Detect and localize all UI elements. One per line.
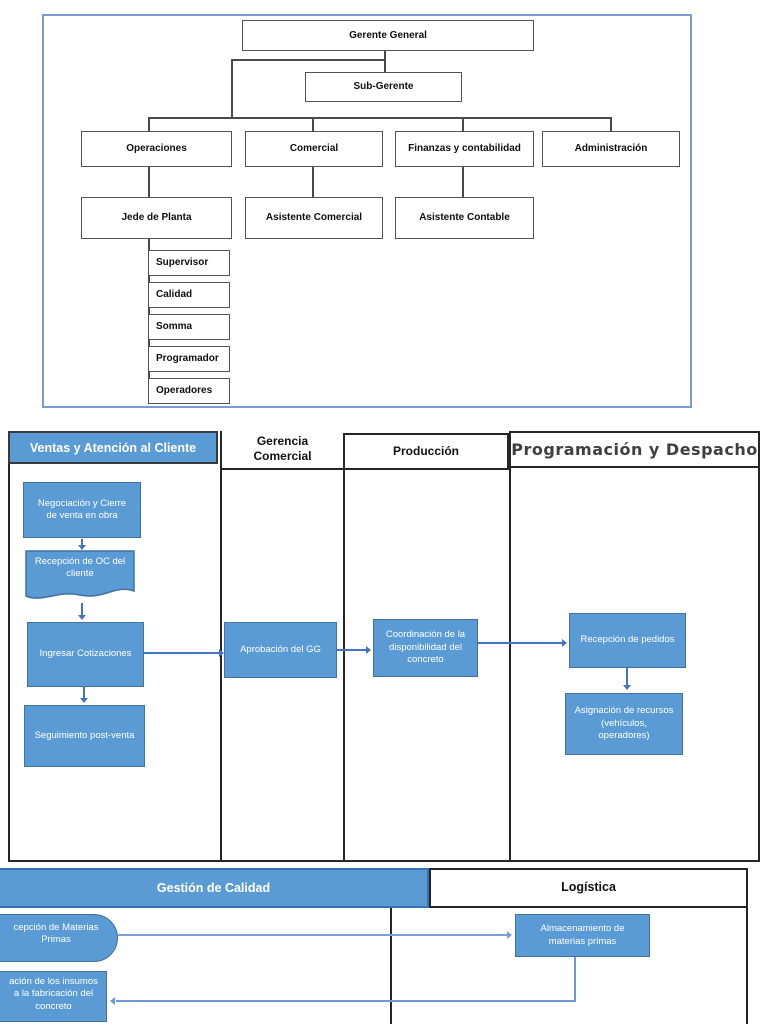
org-node-programador: Programador bbox=[148, 346, 230, 372]
org-node-administracion: Administración bbox=[542, 131, 680, 167]
org-node-supervisor: Supervisor bbox=[148, 250, 230, 276]
arrowhead bbox=[78, 615, 86, 620]
flow-step-recepcion-oc-shape bbox=[25, 550, 135, 599]
arrow-negociacion-recepcion bbox=[81, 539, 83, 546]
flow-step-negociacion: Negociación y Cierre de venta en obra bbox=[23, 482, 141, 538]
flow-step-coordinacion: Coordinación de la disponibilidad del co… bbox=[373, 619, 478, 677]
org-node-calidad: Calidad bbox=[148, 282, 230, 308]
arrow-recepcion-ingresar bbox=[81, 603, 83, 616]
connector-ops-jefe bbox=[148, 165, 150, 197]
arrow-almacenamiento-elbow-v bbox=[574, 957, 576, 1002]
lane-header-logistica: Logística bbox=[429, 868, 748, 908]
arrowhead bbox=[562, 639, 567, 647]
lane-header-gerencia: Gerencia Comercial bbox=[253, 434, 312, 463]
org-node-asistente-comercial: Asistente Comercial bbox=[245, 197, 383, 239]
connector-drop-administracion bbox=[610, 117, 612, 131]
lane-header-underline-gerencia bbox=[222, 468, 343, 470]
connector-drop-operaciones bbox=[148, 117, 150, 131]
arrowhead bbox=[219, 649, 224, 657]
flow-step-seguimiento: Seguimiento post-venta bbox=[24, 705, 145, 767]
arrow-coordinacion-pedidos bbox=[478, 642, 563, 644]
arrow-aprobacion-coordinacion bbox=[337, 649, 367, 651]
org-node-finanzas: Finanzas y contabilidad bbox=[395, 131, 534, 167]
org-node-gerente-general: Gerente General bbox=[242, 20, 534, 51]
connector-com-asiscom bbox=[312, 165, 314, 197]
flow-step-recepcion-materias-shape bbox=[0, 914, 118, 962]
flow-step-aprobacion-gg: Aprobación del GG bbox=[224, 622, 337, 678]
org-node-somma: Somma bbox=[148, 314, 230, 340]
flow-step-ingresar-cotizaciones: Ingresar Cotizaciones bbox=[27, 622, 144, 687]
arrowhead bbox=[110, 997, 115, 1005]
arrowhead bbox=[78, 545, 86, 550]
arrow-ingresar-seguimiento bbox=[83, 687, 85, 699]
connector-branch-v bbox=[231, 59, 233, 119]
lane-line-right bbox=[746, 908, 748, 1024]
flow-step-asignacion: Asignación de recursos (vehículos, opera… bbox=[565, 693, 683, 755]
arrow-materias-almacenamiento bbox=[118, 934, 508, 936]
lane-header-programacion: Programación y Despacho bbox=[511, 440, 758, 459]
connector-drop-finanzas bbox=[462, 117, 464, 131]
lane-line-gestion-logistica bbox=[390, 908, 392, 1024]
connector-branch-h bbox=[231, 59, 386, 61]
arrow-almacenamiento-elbow-h bbox=[116, 1000, 576, 1002]
connector-fin-asiscont bbox=[462, 165, 464, 197]
lane-line-gerencia-produccion bbox=[343, 468, 345, 862]
arrow-pedidos-asignacion bbox=[626, 668, 628, 686]
flow-step-insumos-shape bbox=[0, 971, 107, 1022]
org-node-operadores: Operadores bbox=[148, 378, 230, 404]
org-node-operaciones: Operaciones bbox=[81, 131, 232, 167]
lane-header-produccion: Producción bbox=[343, 433, 509, 470]
org-chart: Gerente General Sub-Gerente Operaciones … bbox=[42, 14, 692, 408]
arrowhead bbox=[507, 931, 512, 939]
lane-header-underline-programacion bbox=[509, 466, 760, 468]
flow-step-recepcion-materias-label: cepción de Materias Primas bbox=[13, 922, 99, 946]
flow-step-recepcion-pedidos: Recepción de pedidos bbox=[569, 613, 686, 668]
arrowhead bbox=[80, 698, 88, 703]
arrow-ingresar-aprobacion bbox=[144, 652, 220, 654]
flow-step-insumos-label: ación de los insumos a la fabricación de… bbox=[9, 976, 98, 1012]
org-node-comercial: Comercial bbox=[245, 131, 383, 167]
org-node-asistente-contable: Asistente Contable bbox=[395, 197, 534, 239]
flow-step-recepcion-oc-label: Recepción de OC del cliente bbox=[34, 556, 126, 580]
org-node-jefe-planta: Jede de Planta bbox=[81, 197, 232, 239]
lane-header-ventas: Ventas y Atención al Cliente bbox=[8, 431, 218, 464]
org-node-sub-gerente: Sub-Gerente bbox=[305, 72, 462, 102]
arrowhead bbox=[366, 646, 371, 654]
lane-line-ventas-gerencia bbox=[220, 431, 222, 862]
connector-row3-h bbox=[148, 117, 612, 119]
connector-drop-comercial bbox=[312, 117, 314, 131]
arrowhead bbox=[623, 685, 631, 690]
lane-line-left bbox=[8, 460, 10, 862]
flow-step-almacenamiento: Almacenamiento de materias primas bbox=[515, 914, 650, 957]
lane-header-gestion-calidad: Gestión de Calidad bbox=[0, 868, 429, 908]
lane-line-bottom bbox=[8, 860, 760, 862]
